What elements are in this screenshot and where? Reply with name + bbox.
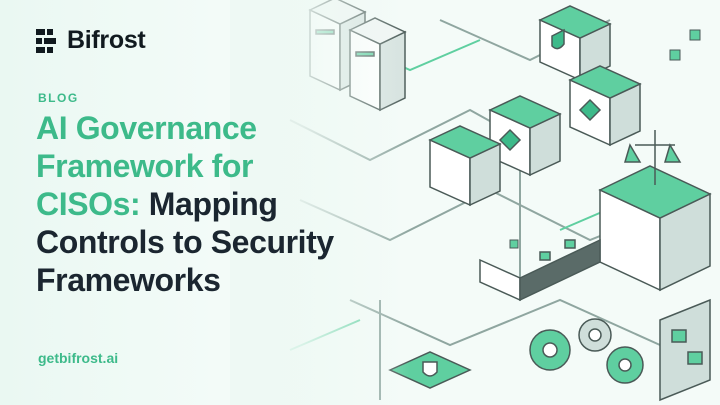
lock-panel (659, 298, 711, 402)
brand-logo[interactable]: Bifrost (36, 26, 146, 55)
shield-box (538, 5, 612, 82)
governance-building (598, 130, 712, 292)
gear-cluster (529, 318, 644, 384)
site-url-link[interactable]: getbifrost.ai (38, 350, 119, 366)
title-main: Mapping Controls to Security Frameworks (36, 186, 334, 298)
page-title: AI Governance Framework for CISOs: Mappi… (36, 109, 336, 299)
crystal-box-group (428, 65, 642, 207)
brand-name: Bifrost (67, 26, 146, 54)
bifrost-logo-icon (36, 28, 56, 53)
conveyor (479, 238, 601, 302)
title-accent: AI Governance Framework for CISOs: (36, 110, 257, 222)
category-label: BLOG (38, 91, 79, 105)
server-rack-group (308, 0, 407, 112)
shield-tile (388, 351, 472, 389)
